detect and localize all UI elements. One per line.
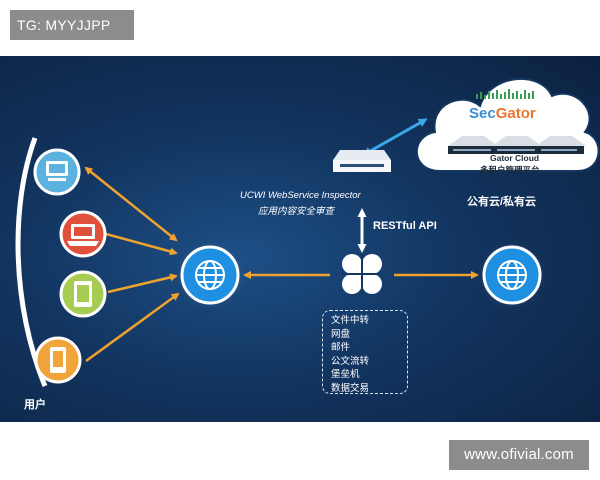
cloud-servers-icon xyxy=(448,136,586,154)
cloud-title: Gator Cloud xyxy=(490,153,540,163)
service-item: 文件中转 xyxy=(331,315,370,326)
hub-clover-icon xyxy=(342,254,382,294)
left-globe-icon xyxy=(176,241,244,309)
cloud-subtitle: 多租户管理平台 xyxy=(480,165,540,175)
user-curve xyxy=(15,137,48,387)
inspector-title: UCWI WebService Inspector xyxy=(240,190,361,201)
cloud-link-arrow xyxy=(362,118,428,156)
user-device-monitor xyxy=(33,148,81,196)
service-item: 数据交易 xyxy=(331,382,370,394)
service-item: 网盘 xyxy=(331,328,351,340)
secgator-logo: SecGator xyxy=(469,105,536,122)
orange-arrows xyxy=(84,166,479,363)
service-item: 邮件 xyxy=(331,342,351,353)
watermark: www.ofivial.com xyxy=(449,440,589,470)
user-device-laptop xyxy=(59,210,107,258)
restful-api-label: RESTful API xyxy=(373,220,437,232)
user-device-phone xyxy=(34,336,82,384)
right-globe-icon xyxy=(478,241,546,309)
inspector-appliance-icon xyxy=(333,150,391,172)
services-list: 文件中转 网盘 邮件 公文流转 堡垒机 数据交易 xyxy=(322,310,408,394)
user-device-tablet xyxy=(59,270,107,318)
service-item: 公文流转 xyxy=(331,355,370,367)
service-item: 堡垒机 xyxy=(331,369,360,380)
cloud-shape xyxy=(415,77,600,172)
architecture-diagram: SecGator Gator Cloud 多租户管理平台 公有云/私有云 UCW… xyxy=(0,56,600,422)
tag-label: TG: MYYJJPP xyxy=(10,10,134,40)
user-label: 用户 xyxy=(24,399,46,411)
inspector-subtitle: 应用内容安全审查 xyxy=(258,206,335,217)
cloud-caption: 公有云/私有云 xyxy=(467,196,537,208)
